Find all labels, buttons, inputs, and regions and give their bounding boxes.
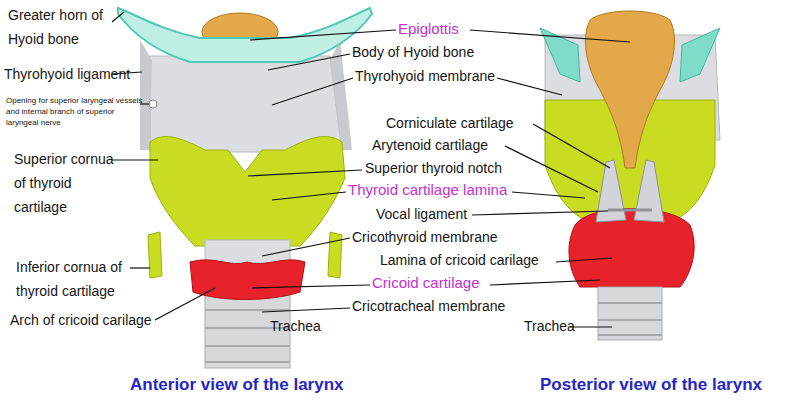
part-label: Greater horn of Hyoid bone [8,3,120,51]
inferior-cornu [328,232,342,278]
leader-line [155,288,215,320]
leader-line [470,30,630,42]
part-label: Inferior cornua of thyroid cartilage [16,255,144,303]
part-label: Arch of cricoid carilage [10,309,152,331]
leader-line [497,78,562,95]
leader-line [505,146,598,192]
part-label: Trachea [524,315,575,337]
leader-line [112,12,124,22]
part-label: Superior thyroid notch [365,157,502,179]
part-label: Thyrohyoid ligament [4,63,130,85]
part-label: Opening for superior laryngeal vessels a… [6,95,146,128]
cricoid-lamina [569,209,694,288]
cricoid-arch [190,260,305,300]
vocal-ligament [608,209,652,212]
leader-line [268,54,350,70]
part-label: Thyrohyoid membrane [355,65,495,87]
part-label: Body of Hyoid bone [352,41,474,63]
thyroid-cartilage [150,137,345,246]
part-label: Lamina of cricoid carilage [380,249,539,271]
part-label: Arytenoid cartilage [372,134,488,156]
leader-line [252,285,370,288]
part-label: Trachea [270,315,321,337]
leader-line [533,124,610,168]
arytenoid-cartilage [596,160,626,222]
part-label: Superior cornua of thyroid cartilage [14,147,114,219]
leader-line [262,308,350,312]
view-title: Anterior view of the larynx [130,374,344,396]
tracheal-rings [598,303,662,335]
nerve-opening [149,100,157,108]
leader-line [248,170,362,176]
arytenoid-cartilage [634,160,664,222]
leader-line [556,258,612,262]
leader-line [130,267,150,268]
part-label: Cricotracheal membrane [352,295,505,317]
leader-line [570,326,612,327]
leader-line [262,238,350,256]
part-label: Cricothyroid membrane [352,226,498,248]
leader-line [272,78,353,105]
part-label: Thyroid cartilage lamina [348,179,507,201]
part-label: Epiglottis [398,18,459,40]
thyrohyoid-ligament [330,40,352,150]
part-label: Corniculate cartilage [386,112,514,134]
leader-line [250,30,396,40]
leader-line [112,159,158,160]
thyrohyoid-ligament [140,40,152,150]
inferior-cornu [148,232,162,278]
leader-line [490,280,600,285]
leader-line [272,192,346,200]
part-label: Vocal ligament [376,203,467,225]
hyoid-bone [118,8,372,62]
leader-line [512,192,585,198]
tracheal-rings [205,310,290,362]
leader-lines [112,12,630,327]
epiglottis [585,11,674,168]
view-title: Posterior view of the larynx [540,374,762,396]
hyoid-bone [680,28,720,82]
part-label: Cricoid cartilage [372,272,480,294]
trachea [598,287,662,340]
leader-line [472,211,608,215]
